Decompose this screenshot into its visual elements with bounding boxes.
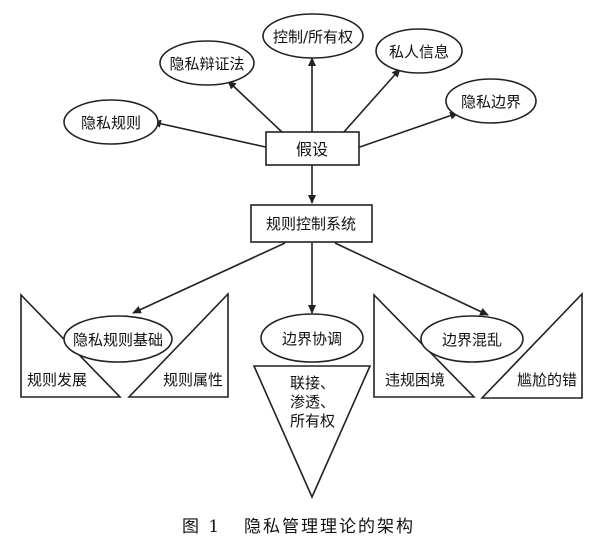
coordination-line-2: 渗透、 bbox=[290, 393, 335, 411]
right-group-right-triangle bbox=[480, 292, 583, 399]
left-group: 隐私规则基础 规则发展 规则属性 bbox=[20, 292, 229, 398]
node-control-ownership-label: 控制/所有权 bbox=[273, 28, 353, 46]
figure-title: 隐私管理理论的架构 bbox=[244, 517, 415, 537]
boundary-turbulence-label: 边界混乱 bbox=[442, 331, 502, 349]
embarrassing-error-label: 尴尬的错 bbox=[517, 371, 577, 389]
arrow-to-privacy-rule-basis bbox=[132, 242, 286, 314]
right-group: 边界混乱 违规困境 尴尬的错 bbox=[373, 292, 583, 399]
coordination-line-1: 联接、 bbox=[290, 374, 335, 392]
figure-caption: 图 1 隐私管理理论的架构 bbox=[182, 517, 415, 537]
left-group-right-triangle bbox=[127, 292, 229, 398]
middle-group-center-ellipse bbox=[260, 313, 364, 363]
violation-dilemma-label: 违规困境 bbox=[385, 371, 445, 389]
right-group-center-ellipse bbox=[420, 315, 524, 363]
hypothesis-label: 假设 bbox=[296, 140, 328, 159]
node-private-info-label: 私人信息 bbox=[389, 43, 449, 61]
node-privacy-boundary: 隐私边界 bbox=[445, 78, 537, 124]
boundary-coordination-label: 边界协调 bbox=[282, 330, 342, 348]
rule-attributes-label: 规则属性 bbox=[163, 371, 223, 389]
node-privacy-dialectics: 隐私辩证法 bbox=[159, 40, 255, 86]
bottom-arrows bbox=[132, 242, 489, 316]
arrow-to-privacy-rules bbox=[152, 119, 271, 149]
rule-system-label: 规则控制系统 bbox=[266, 215, 356, 233]
privacy-rule-basis-label: 隐私规则基础 bbox=[73, 331, 163, 349]
top-arrows bbox=[152, 57, 459, 149]
node-private-info: 私人信息 bbox=[375, 28, 463, 74]
rule-development-label: 规则发展 bbox=[27, 371, 87, 389]
arrow-to-privacy-dialectics bbox=[227, 80, 284, 134]
node-privacy-dialectics-label: 隐私辩证法 bbox=[169, 55, 244, 73]
rule-system-box: 规则控制系统 bbox=[250, 204, 373, 243]
middle-group-triangle bbox=[252, 365, 372, 499]
node-privacy-boundary-label: 隐私边界 bbox=[461, 93, 521, 111]
arrow-to-privacy-boundary bbox=[356, 111, 459, 149]
arrow-to-boundary-turbulence bbox=[334, 242, 489, 316]
node-control-ownership: 控制/所有权 bbox=[262, 13, 364, 59]
hypothesis-box: 假设 bbox=[265, 131, 360, 166]
coordination-line-3: 所有权 bbox=[290, 412, 335, 430]
node-privacy-rules-label: 隐私规则 bbox=[81, 114, 141, 132]
middle-group: 边界协调 联接、 渗透、 所有权 bbox=[252, 313, 372, 499]
figure-number: 图 1 bbox=[182, 517, 221, 537]
left-group-center-ellipse bbox=[63, 315, 173, 363]
node-privacy-rules: 隐私规则 bbox=[63, 99, 159, 145]
arrow-to-private-info bbox=[342, 68, 401, 134]
